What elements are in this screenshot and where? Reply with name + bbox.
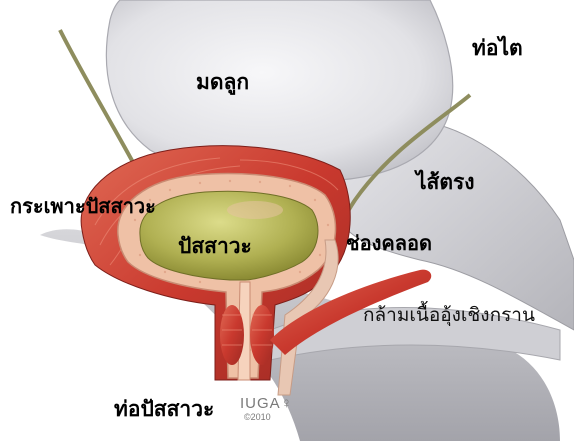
label-rectum: ไส้ตรง <box>416 166 475 199</box>
label-ureter: ท่อไต <box>472 32 523 65</box>
logo-year: ©2010 <box>244 412 271 422</box>
urine-highlight <box>227 201 283 219</box>
iuga-logo: IUGA♀ <box>240 395 292 413</box>
logo-brand: IUGA <box>240 395 281 412</box>
label-bladder: กระเพาะปัสสาวะ <box>10 190 156 222</box>
label-uterus: มดลูก <box>196 66 249 99</box>
label-pelvic-floor-muscle: กล้ามเนื้ออุ้งเชิงกราน <box>363 300 535 330</box>
label-urine: ปัสสาวะ <box>178 230 252 263</box>
label-urethra: ท่อปัสสาวะ <box>114 393 214 426</box>
female-symbol-icon: ♀ <box>281 395 292 412</box>
label-vagina: ช่องคลอด <box>346 227 432 259</box>
